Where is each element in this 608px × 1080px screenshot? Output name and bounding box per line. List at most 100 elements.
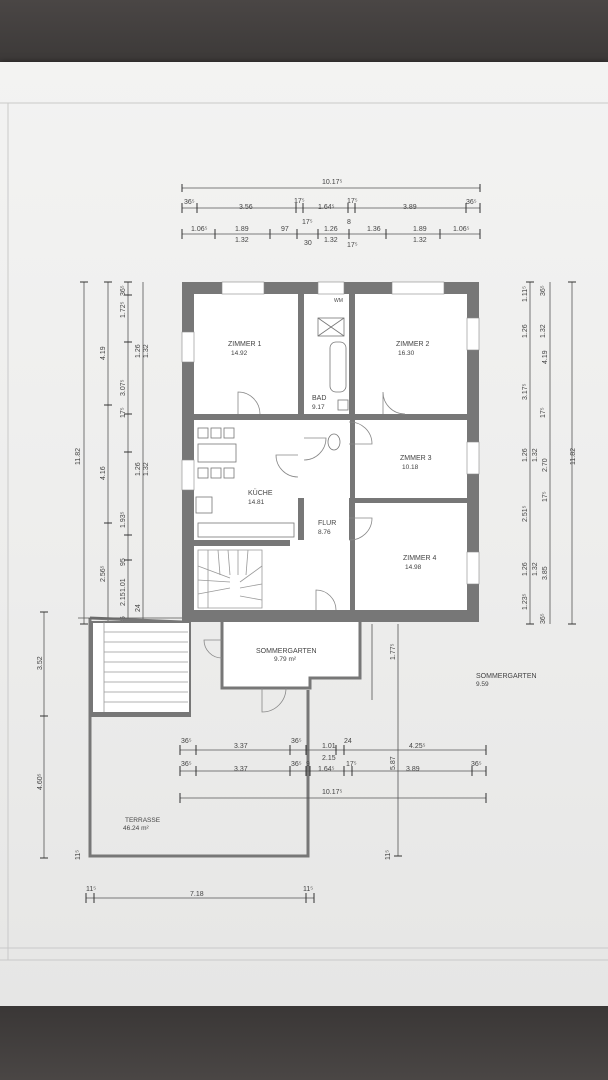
kitchen-chair-1 xyxy=(197,427,209,439)
door-zimmer-2 xyxy=(382,391,406,415)
dim-bottom-r1-1: 3.37 xyxy=(234,743,248,750)
dim-right-a-4: 3.17⁵ xyxy=(522,383,529,400)
dim-terrace-left-0: 3.52 xyxy=(37,656,44,670)
terrace-stairs xyxy=(91,621,191,717)
dim-right-outer: 11.82 xyxy=(570,448,577,465)
floor-zimmer-3 xyxy=(355,420,467,498)
dim-top-r2b-2: 1.32 xyxy=(324,237,338,244)
dim-top-r2-6: 1.36 xyxy=(367,226,381,233)
dim-top-r1-0: 36⁵ xyxy=(184,199,195,206)
dim-top-r1-3: 1.64⁵ xyxy=(318,204,335,211)
area-zimmer-3: 10.18 xyxy=(402,464,419,471)
dim-terrace-bottom-2: 11⁵ xyxy=(303,886,313,893)
dim-top-r2-7: 1.89 xyxy=(413,226,427,233)
floor-entry xyxy=(290,540,350,610)
dim-left-c-2: 1.26 xyxy=(135,462,142,476)
kitchen-counter xyxy=(197,522,295,538)
kitchen-chair-2 xyxy=(210,427,222,439)
dim-bottom-r2-2: 36⁵ xyxy=(291,761,302,768)
dim-top-r2-8: 1.06⁵ xyxy=(453,226,470,233)
area-bad: 9.17 xyxy=(312,404,325,411)
window-left-zimmer-1 xyxy=(181,331,195,363)
dim-top-r2-0: 1.06⁵ xyxy=(191,226,208,233)
bathtub xyxy=(329,341,347,393)
dim-top-r2-3: 17⁵ xyxy=(302,219,313,226)
dim-bottom-r2-6: 3.89 xyxy=(406,766,420,773)
door-entry xyxy=(315,589,337,611)
dim-top-r2b-1: 30 xyxy=(304,240,312,247)
label-bad: BAD xyxy=(312,395,326,402)
label-sommergarten-inner: SOMMERGARTEN xyxy=(256,648,317,655)
dim-left-b-0: 36⁵ xyxy=(120,285,127,296)
dim-right-a-0: 1.11⁵ xyxy=(522,286,529,302)
dim-top-r2-2: 97 xyxy=(281,226,289,233)
area-terrasse: 46.24 m² xyxy=(123,825,149,832)
label-zimmer-2: ZIMMER 2 xyxy=(396,341,430,348)
window-right-zimmer-2 xyxy=(466,317,480,351)
dim-top-r2-1: 1.89 xyxy=(235,226,249,233)
dim-right-a-11: 1.23⁵ xyxy=(522,593,529,610)
dim-right-a-6: 1.26 xyxy=(522,448,529,462)
toilet xyxy=(327,433,341,451)
shower xyxy=(317,317,345,337)
dim-bottom-r1-4: 24 xyxy=(344,738,352,745)
floor-zimmer-2 xyxy=(355,294,467,414)
terrace-outline xyxy=(88,618,310,858)
dim-left-b-4: 1.93⁵ xyxy=(120,511,127,528)
dim-top-r2-4: 1.26 xyxy=(324,226,338,233)
dim-right-a-2: 1.32 xyxy=(540,324,547,338)
dim-top-r1-4: 17⁵ xyxy=(347,198,358,205)
dim-bottom-r1-3: 1.01 xyxy=(322,743,336,750)
kitchen-chair-3 xyxy=(223,427,235,439)
door-zimmer-3 xyxy=(348,421,373,445)
dim-top-r2b-3: 17⁵ xyxy=(347,242,358,249)
table-surface-top xyxy=(0,0,608,64)
dim-top-r1-6: 36⁵ xyxy=(466,199,477,206)
label-kueche: KÜCHE xyxy=(248,489,273,497)
dim-left-b-1: 1.72⁵ xyxy=(120,301,127,318)
dim-left-c-0: 1.26 xyxy=(135,344,142,358)
dim-bottom-total: 10.17⁵ xyxy=(322,789,343,796)
area-zimmer-4: 14.98 xyxy=(405,564,422,571)
dim-left-c-5: 24 xyxy=(135,604,142,612)
dim-left-a-1: 4.16 xyxy=(100,466,107,480)
door-zimmer-4 xyxy=(348,517,373,541)
kitchen-table xyxy=(197,443,237,463)
kitchen-chair-4 xyxy=(197,467,209,479)
area-flur: 8.76 xyxy=(318,529,331,536)
dim-right-a-9: 1.26 xyxy=(522,562,529,576)
dim-bottom-r2-7: 36⁵ xyxy=(471,761,482,768)
staircase xyxy=(197,549,263,609)
dim-top-total: 10.17⁵ xyxy=(322,179,343,186)
door-sommergarten-left xyxy=(203,639,223,659)
area-zimmer-2: 16.30 xyxy=(398,350,415,357)
floor-bad xyxy=(304,294,349,414)
kitchen-chair-6 xyxy=(223,467,235,479)
dim-terrace-bottom-1: 7.18 xyxy=(190,891,204,898)
dim-top-r1-2: 17⁵ xyxy=(294,198,305,205)
label-zimmer-1: ZIMMER 1 xyxy=(228,341,262,348)
dim-right-b-0: 4.19 xyxy=(542,350,549,364)
stove xyxy=(195,496,213,514)
label-sommergarten-outer: SOMMERGARTEN xyxy=(476,673,537,680)
dim-right-a-8: 2.51⁵ xyxy=(522,505,529,522)
area-kueche: 14.81 xyxy=(248,499,265,506)
lower-area: TERRASSE 46.24 m² SOMMERGARTEN 9.79 m² S… xyxy=(37,611,537,903)
dim-mid-v-1: 5.87 xyxy=(390,756,397,770)
washbasin xyxy=(337,399,349,411)
dim-right-b-1: 2.70 xyxy=(542,458,549,472)
dim-left-b-5: 95 xyxy=(120,558,127,566)
dim-left-outer: 11.82 xyxy=(75,448,82,465)
window-right-zimmer-3 xyxy=(466,441,480,475)
table-surface-bottom xyxy=(0,1006,608,1080)
dim-right-a-1: 36⁵ xyxy=(540,285,547,296)
label-flur: FLUR xyxy=(318,520,336,527)
dim-top-r1-5: 3.89 xyxy=(403,204,417,211)
window-bad xyxy=(317,281,345,295)
kitchen-chair-5 xyxy=(210,467,222,479)
dim-left-a-0: 4.19 xyxy=(100,346,107,360)
building: WM xyxy=(181,281,480,622)
door-zimmer-1 xyxy=(237,391,261,415)
dim-terrace-left-1: 4.60⁵ xyxy=(37,773,44,790)
